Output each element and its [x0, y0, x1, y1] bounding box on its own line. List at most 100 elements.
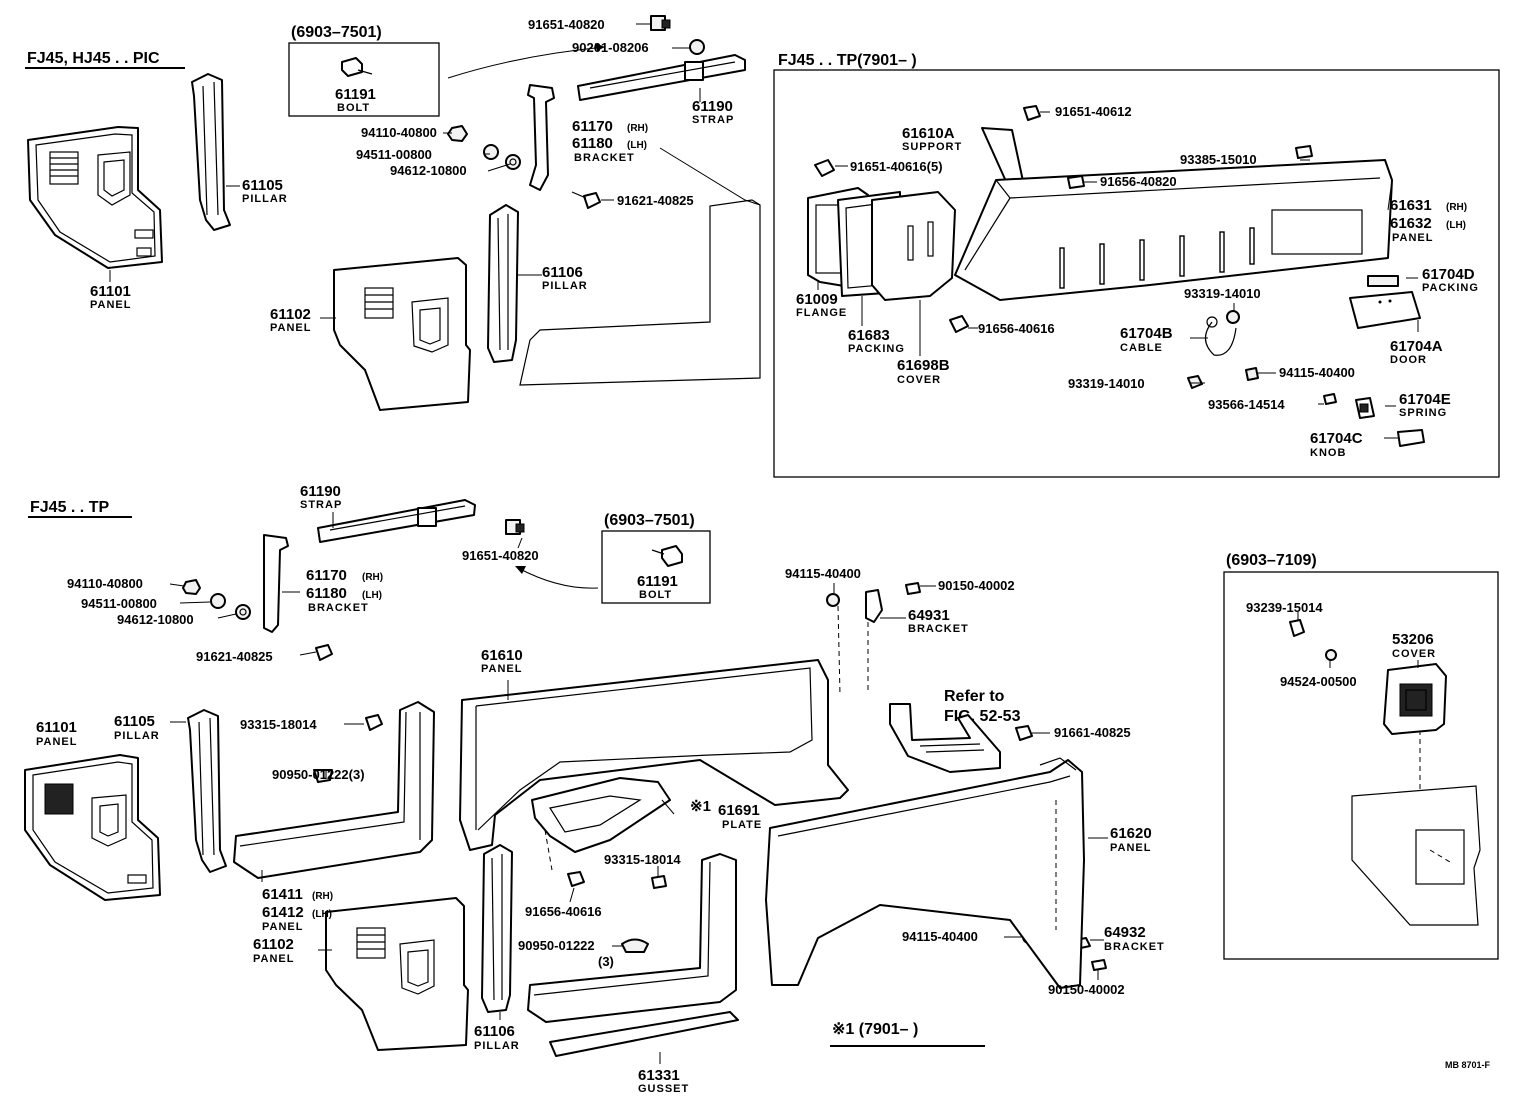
box-cover-7109 [1223, 571, 1499, 960]
box-bolt-mid [601, 530, 711, 604]
box-title-bolt-mid: (6903–7501) [604, 512, 695, 529]
label-61704d: 61704D [1422, 266, 1475, 283]
box-title-tp-7901: FJ45 . . TP(7901– ) [778, 52, 917, 69]
label-94511-top: 94511-00800 [356, 147, 432, 162]
label-94511-bottom: 94511-00800 [81, 596, 157, 611]
name-support-61610a: SUPPORT [902, 141, 962, 153]
name-pillar-61106-bottom: PILLAR [474, 1040, 520, 1052]
label-61170-top: 61170 [572, 118, 613, 135]
body-outline-right [1351, 785, 1481, 926]
part-90201-08206 [689, 39, 705, 55]
name-bracket-64931: BRACKET [908, 623, 969, 635]
label-61191-top: 61191 [335, 86, 376, 103]
section-title-tp: FJ45 . . TP [30, 499, 109, 516]
label-61180-top: 61180 [572, 135, 613, 152]
part-61106-pillar-top [487, 204, 519, 363]
label-61101-top: 61101 [90, 283, 131, 300]
label-91651-40820-top: 91651-40820 [528, 17, 605, 32]
part-61191-bolt-top [341, 57, 373, 77]
label-61191-mid: 61191 [637, 573, 678, 590]
label-61632: 61632 [1390, 215, 1432, 232]
label-61180-bottom: 61180 [306, 585, 347, 602]
suffix-lh-61180-top: (LH) [627, 140, 647, 151]
label-61101-bottom: 61101 [36, 719, 77, 736]
part-61331-gusset [549, 1011, 739, 1057]
label-61190-top: 61190 [692, 98, 733, 115]
part-61190-strap-top [577, 54, 746, 101]
label-93315-18014-upper: 93315-18014 [240, 717, 317, 732]
name-knob-61704c: KNOB [1310, 447, 1346, 459]
part-91651-40820-top [650, 15, 671, 31]
part-61610-panel [459, 659, 849, 851]
name-bracket-61180-bottom: BRACKET [308, 602, 369, 614]
leader-lines [109, 23, 1419, 1064]
label-61411: 61411 [262, 886, 303, 903]
label-61170-bottom: 61170 [306, 567, 347, 584]
name-panel-61412: PANEL [262, 921, 303, 933]
section-title-pic: FJ45, HJ45 . . PIC [27, 50, 160, 67]
label-61009: 61009 [796, 291, 838, 308]
label-61331: 61331 [638, 1067, 680, 1084]
name-bolt-61191-top: BOLT [337, 102, 370, 114]
part-61106-pillar-bottom [481, 844, 513, 1013]
part-61698b-cover [871, 191, 956, 301]
name-pillar-61105-top: PILLAR [242, 193, 288, 205]
name-cover-61698b: COVER [897, 374, 941, 386]
name-door-61704a: DOOR [1390, 354, 1427, 366]
name-cable-61704b: CABLE [1120, 342, 1163, 354]
box-title-cover-7109: (6903–7109) [1226, 552, 1317, 569]
label-61106-bottom: 61106 [474, 1023, 515, 1040]
name-packing-61683: PACKING [848, 343, 905, 355]
label-61105-top: 61105 [242, 177, 283, 194]
label-91661-40825: 91661-40825 [1054, 725, 1131, 740]
part-small-fasteners-box [814, 105, 1337, 405]
label-qty-3: (3) [598, 954, 614, 969]
label-91621-bottom: 91621-40825 [196, 649, 273, 664]
name-spring-61704e: SPRING [1399, 407, 1447, 419]
part-nuts-top [447, 125, 521, 170]
part-61704c-knob [1397, 429, 1425, 447]
name-strap-61190-bottom: STRAP [300, 499, 342, 511]
part-61105-pillar-top [191, 73, 231, 231]
name-panel-61102-top: PANEL [270, 322, 311, 334]
dash-line-3 [544, 829, 553, 871]
label-61691: 61691 [718, 802, 760, 819]
label-90150-40002-upper: 90150-40002 [938, 578, 1015, 593]
label-61190-bottom: 61190 [300, 483, 341, 500]
body-outline-top [519, 199, 761, 386]
box-title-bolt-top: (6903–7501) [291, 24, 382, 41]
part-64931-bracket [865, 589, 883, 623]
part-61170-bracket-top [527, 84, 555, 191]
suffix-rh-61411: (RH) [312, 891, 333, 902]
label-61610: 61610 [481, 647, 523, 664]
label-61610a: 61610A [902, 125, 955, 142]
label-94612-bottom: 94612-10800 [117, 612, 194, 627]
label-61620: 61620 [1110, 825, 1152, 842]
label-61704e: 61704E [1399, 391, 1451, 408]
label-61704c: 61704C [1310, 430, 1363, 447]
suffix-lh-61412: (LH) [312, 909, 332, 920]
arrowhead-top [595, 43, 605, 51]
label-61698b: 61698B [897, 357, 950, 374]
label-94110-top: 94110-40800 [361, 125, 437, 140]
label-94612-top: 94612-10800 [390, 163, 467, 178]
name-flange-61009: FLANGE [796, 307, 847, 319]
part-61105-pillar-bottom [187, 709, 227, 873]
part-93239-15014 [1289, 619, 1305, 637]
suffix-lh-61180-bottom: (LH) [362, 590, 382, 601]
label-93566-14514: 93566-14514 [1208, 397, 1285, 412]
name-panel-61632: PANEL [1392, 232, 1433, 244]
note-1: ※1 (7901– ) [832, 1021, 918, 1038]
box-bolt-top [288, 42, 440, 117]
label-90201-08206: 90201-08206 [572, 40, 649, 55]
part-nuts-bottom [182, 579, 333, 661]
label-90950-01222-3: 90950-01222(3) [272, 767, 365, 782]
name-bracket-61180-top: BRACKET [574, 152, 635, 164]
refer-text: Refer to [944, 688, 1005, 705]
label-91651-40612: 91651-40612 [1055, 104, 1132, 119]
part-61704b-cable [1204, 316, 1237, 356]
part-61631-panel-box [954, 159, 1393, 301]
name-bracket-64932: BRACKET [1104, 941, 1165, 953]
part-61102-panel-top [333, 257, 471, 411]
